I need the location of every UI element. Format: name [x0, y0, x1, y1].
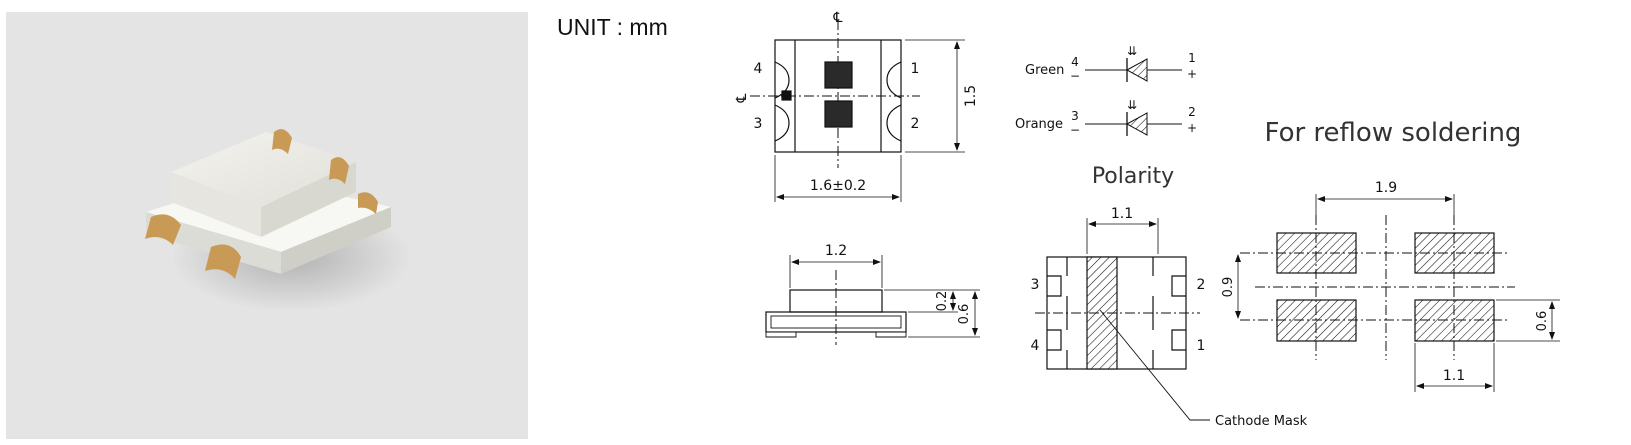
- top-view-die-orange: [824, 100, 853, 128]
- photo-pad-5: [358, 192, 378, 214]
- polarity-notch-4: [1047, 329, 1062, 351]
- side-view-pad-left: [765, 331, 797, 338]
- polarity-notch-1: [1171, 329, 1186, 351]
- top-view-pin-2: 2: [911, 116, 920, 132]
- side-view-06-label: 0.6: [957, 304, 972, 325]
- top-view-width-label: 1.6±0.2: [810, 178, 866, 194]
- schematic-orange-pin-right: 2: [1188, 105, 1196, 119]
- side-view-pad-right: [875, 331, 907, 338]
- polarity-title: Polarity: [1092, 164, 1174, 189]
- polarity-dim-label: 1.1: [1111, 206, 1133, 222]
- polarity-notch-3: [1047, 275, 1062, 297]
- top-view-centerline-symbol-left: ℄: [734, 94, 750, 104]
- schematic-green-pin-right: 1: [1188, 51, 1196, 65]
- schematic-green-pin-right-sign: +: [1187, 67, 1197, 81]
- side-view-top-dim-label: 1.2: [825, 243, 847, 259]
- polarity-notch-2: [1171, 275, 1186, 297]
- top-view-centerline-symbol-top: ℄: [833, 10, 843, 26]
- top-view-die-green: [824, 61, 853, 89]
- schematic-orange-light-icon: ⇊: [1127, 98, 1137, 112]
- top-view: [750, 20, 965, 202]
- unit-label: UNIT : mm: [557, 14, 668, 40]
- photo-substrate-side: [281, 207, 391, 274]
- photo-lens-top: [171, 132, 356, 207]
- photo-lens-side: [261, 162, 356, 237]
- schematic-green: [1085, 58, 1182, 82]
- schematic-green-pin-left: 4: [1071, 55, 1079, 69]
- schematic-orange-pin-left-sign: −: [1070, 123, 1080, 137]
- reflow-19-label: 1.9: [1375, 180, 1397, 196]
- polarity-pin-1: 1: [1197, 338, 1206, 354]
- product-photo: [6, 12, 528, 439]
- schematic-orange-label: Orange: [1015, 117, 1063, 132]
- schematic-green-pin-left-sign: −: [1070, 69, 1080, 83]
- top-view-height-label: 1.5: [963, 85, 979, 107]
- polarity-view: [1035, 218, 1210, 421]
- polarity-pin-4: 4: [1031, 338, 1040, 354]
- polarity-cathode-label: Cathode Mask: [1215, 414, 1308, 429]
- schematic-orange: [1085, 112, 1182, 136]
- photo-pad-2: [329, 157, 349, 184]
- photo-pad-3: [145, 214, 181, 245]
- photo-lens-front: [171, 172, 261, 237]
- side-view-02-label: 0.2: [935, 291, 950, 312]
- top-view-pin-4: 4: [754, 61, 763, 77]
- schematic-orange-pin-left: 3: [1071, 109, 1079, 123]
- photo-pad-4: [205, 244, 241, 279]
- top-view-index-mark: [781, 90, 792, 101]
- photo-pad-1: [272, 129, 292, 154]
- polarity-pin-2: 2: [1197, 277, 1206, 293]
- schematic-green-label: Green: [1025, 63, 1064, 78]
- schematic-green-diode-triangle: [1125, 58, 1148, 82]
- polarity-pin-3: 3: [1031, 277, 1040, 293]
- reflow-11-label: 1.1: [1443, 368, 1465, 384]
- polarity-cathode-leader: [1099, 309, 1210, 421]
- schematic-green-light-icon: ⇊: [1127, 44, 1137, 58]
- top-view-notch-1: [886, 61, 902, 99]
- side-view: [765, 255, 980, 345]
- top-view-notch-2: [886, 104, 902, 142]
- reflow-06-label: 0.6: [1535, 311, 1550, 332]
- reflow-09-label: 0.9: [1221, 277, 1236, 298]
- top-view-pin-3: 3: [754, 116, 763, 132]
- schematic-orange-diode-triangle: [1125, 112, 1148, 136]
- schematic-orange-pin-right-sign: +: [1187, 121, 1197, 135]
- top-view-pin-1: 1: [911, 61, 920, 77]
- reflow-title: For reflow soldering: [1265, 118, 1522, 148]
- top-view-notch-3: [774, 104, 790, 142]
- led-photo-illustration: [145, 129, 411, 312]
- reflow-footprint: [1235, 194, 1560, 392]
